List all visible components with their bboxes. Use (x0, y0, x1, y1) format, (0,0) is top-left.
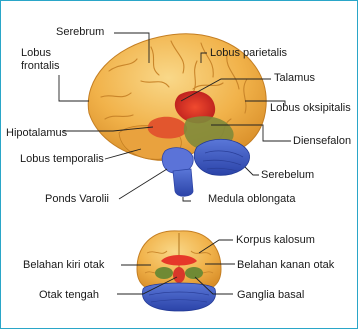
label-medula-oblongata: Medula oblongata (208, 193, 295, 205)
label-korpus-kalosum: Korpus kalosum (236, 234, 315, 246)
ganglia-basal-right (185, 267, 203, 279)
serebelum-shape (194, 139, 249, 175)
label-otak-tengah: Otak tengah (39, 289, 99, 301)
brain-back-view (137, 231, 221, 311)
label-diensefalon: Diensefalon (293, 135, 351, 147)
cerebellum-back-shape (142, 283, 215, 311)
label-belahan-kiri-otak: Belahan kiri otak (23, 259, 104, 271)
label-lobus-frontalis-line1: Lobus (21, 47, 51, 59)
label-talamus: Talamus (274, 72, 315, 84)
label-belahan-kanan-otak: Belahan kanan otak (237, 259, 334, 271)
label-lobus-frontalis-line2: frontalis (21, 60, 60, 72)
label-serebelum: Serebelum (261, 169, 314, 181)
otak-tengah-region (173, 267, 185, 283)
label-lobus-oksipitalis: Lobus oksipitalis (270, 102, 351, 114)
label-serebrum: Serebrum (56, 26, 104, 38)
medula-oblongata-shape (173, 169, 193, 196)
label-lobus-temporalis: Lobus temporalis (20, 153, 104, 165)
ganglia-basal-left (155, 267, 173, 279)
label-ganglia-basal: Ganglia basal (237, 289, 304, 301)
label-ponds-varolii: Ponds Varolii (45, 193, 109, 205)
label-lobus-parietalis: Lobus parietalis (210, 47, 287, 59)
label-hipotalamus: Hipotalamus (6, 127, 67, 139)
